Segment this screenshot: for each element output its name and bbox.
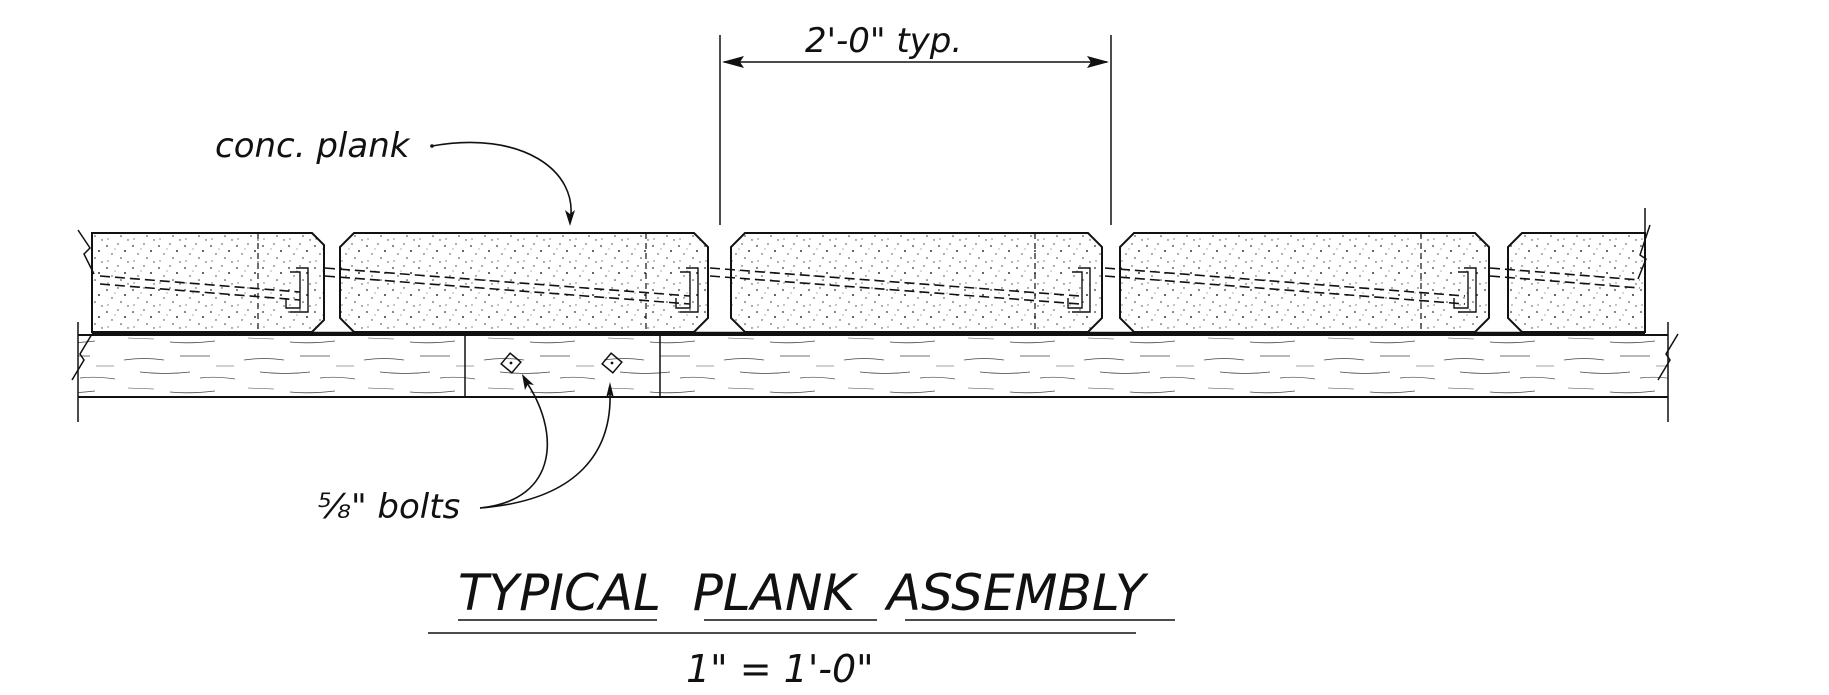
drawing-title: TYPICAL PLANK ASSEMBLY 1" = 1'-0" [428, 564, 1175, 691]
scale-text: 1" = 1'-0" [686, 647, 874, 691]
bolt-icon [601, 352, 623, 374]
bolt-heads [500, 352, 623, 374]
conc-plank [91, 232, 325, 333]
timber-beam [71, 322, 1679, 422]
bolts-leader: ⁵⁄₈" bolts [318, 374, 614, 527]
title-text: TYPICAL PLANK ASSEMBLY [458, 564, 1149, 622]
bolt-icon [500, 352, 522, 374]
conc-plank [1119, 232, 1490, 333]
conc-plank [1507, 232, 1646, 333]
concrete-planks [77, 208, 1651, 335]
plank-leader: conc. plank [215, 126, 575, 226]
bolts-label: ⁵⁄₈" bolts [318, 487, 460, 527]
hook-connectors [285, 267, 1477, 313]
plank-label: conc. plank [215, 126, 411, 166]
dimension-label: 2'-0" typ. [805, 21, 962, 61]
dimension-typ: 2'-0" typ. [719, 21, 1112, 225]
reinforcing-bars [99, 267, 1641, 305]
